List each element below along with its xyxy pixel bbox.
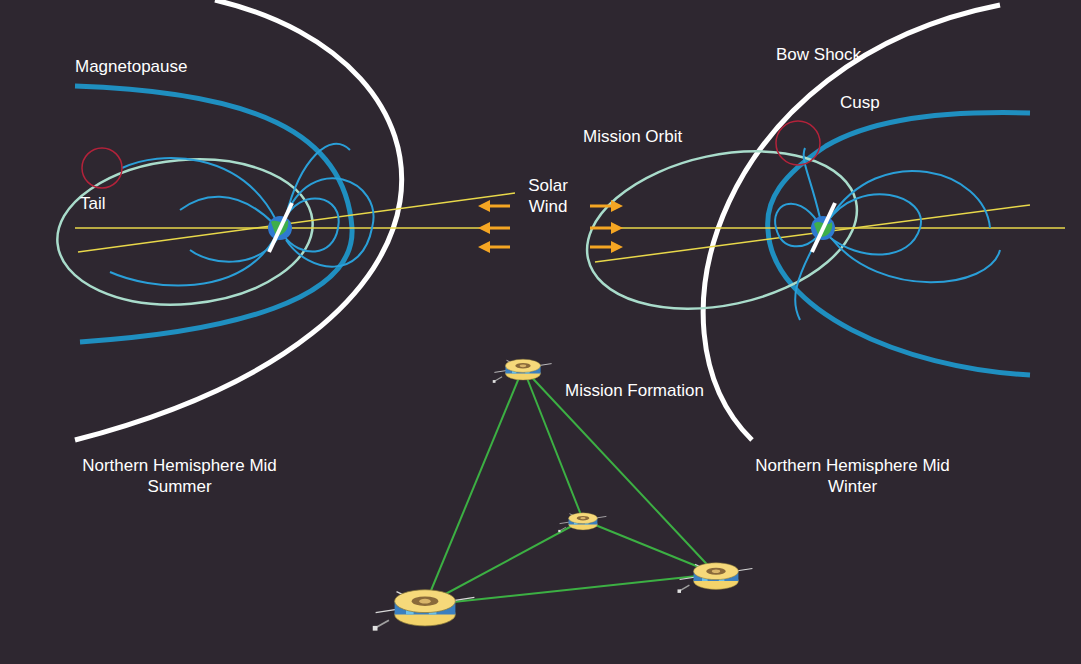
region-label: Mission Formation	[565, 380, 704, 401]
region-label: Northern Hemisphere Mid Winter	[745, 455, 960, 497]
region-label: Magnetopause	[75, 56, 187, 77]
region-label: Tail	[80, 193, 106, 214]
region-label: Solar Wind	[518, 175, 578, 217]
region-label: Northern Hemisphere Mid Summer	[72, 455, 287, 497]
region-label: Bow Shock	[776, 44, 861, 65]
region-label: Mission Orbit	[583, 126, 682, 147]
region-label: Cusp	[840, 92, 880, 113]
